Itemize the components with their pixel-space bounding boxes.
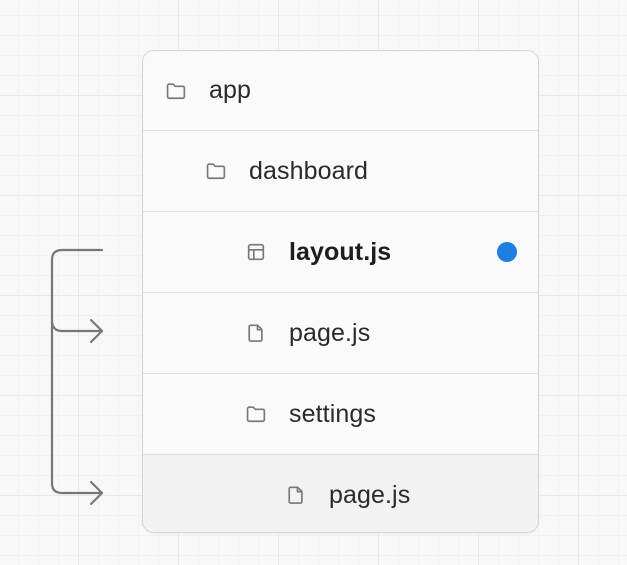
tree-row-label: dashboard bbox=[249, 156, 369, 185]
arrow-head-settings-page-js bbox=[89, 480, 104, 506]
arrow-head-page-js bbox=[89, 318, 104, 344]
tree-row-label: app bbox=[209, 76, 252, 104]
tree-row-page-js[interactable]: page.js bbox=[143, 292, 538, 373]
tree-row-label: page.js bbox=[289, 318, 371, 347]
layout-file-icon bbox=[245, 241, 267, 263]
active-status-dot bbox=[497, 242, 517, 262]
file-icon bbox=[245, 322, 267, 344]
tree-row-settings-page-js[interactable]: page.js bbox=[143, 454, 538, 532]
tree-row-layout-js[interactable]: layout.js bbox=[143, 211, 538, 292]
tree-row-label: layout.js bbox=[289, 237, 392, 266]
tree-row-settings[interactable]: settings bbox=[143, 373, 538, 454]
file-icon bbox=[285, 484, 307, 506]
folder-icon bbox=[245, 403, 267, 425]
tree-row-app[interactable]: app bbox=[143, 51, 538, 130]
tree-row-label: page.js bbox=[329, 480, 411, 509]
tree-row-dashboard[interactable]: dashboard bbox=[143, 130, 538, 211]
tree-row-label: settings bbox=[289, 399, 376, 428]
folder-icon bbox=[165, 80, 187, 102]
folder-icon bbox=[205, 160, 227, 182]
bracket-line bbox=[50, 248, 104, 495]
file-tree-panel: app dashboard layout.js page.js bbox=[142, 50, 539, 533]
